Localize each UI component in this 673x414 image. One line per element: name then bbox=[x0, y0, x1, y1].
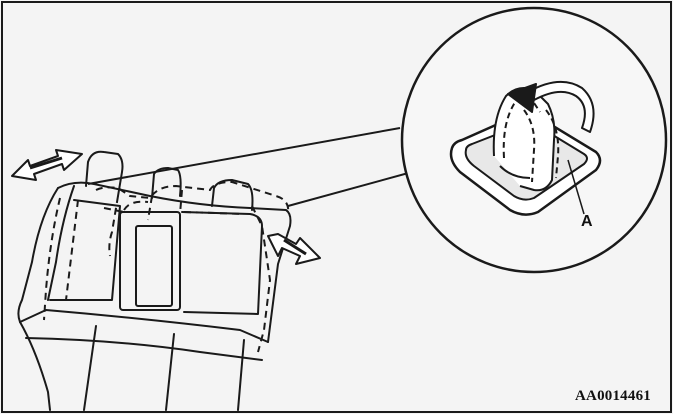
seatback-outline bbox=[58, 183, 291, 342]
callout-label-a: A bbox=[581, 214, 593, 230]
figure-code: AA0014461 bbox=[575, 389, 651, 404]
detail-magnifier bbox=[402, 8, 666, 272]
rear-seat-illustration bbox=[18, 152, 290, 410]
callout-connector bbox=[88, 128, 412, 206]
double-headed-arrow-right bbox=[268, 234, 320, 264]
seat-cushion bbox=[20, 310, 268, 342]
seatback-right-section bbox=[182, 212, 262, 314]
left-bolster bbox=[18, 188, 58, 322]
double-headed-arrow-left bbox=[12, 150, 82, 180]
